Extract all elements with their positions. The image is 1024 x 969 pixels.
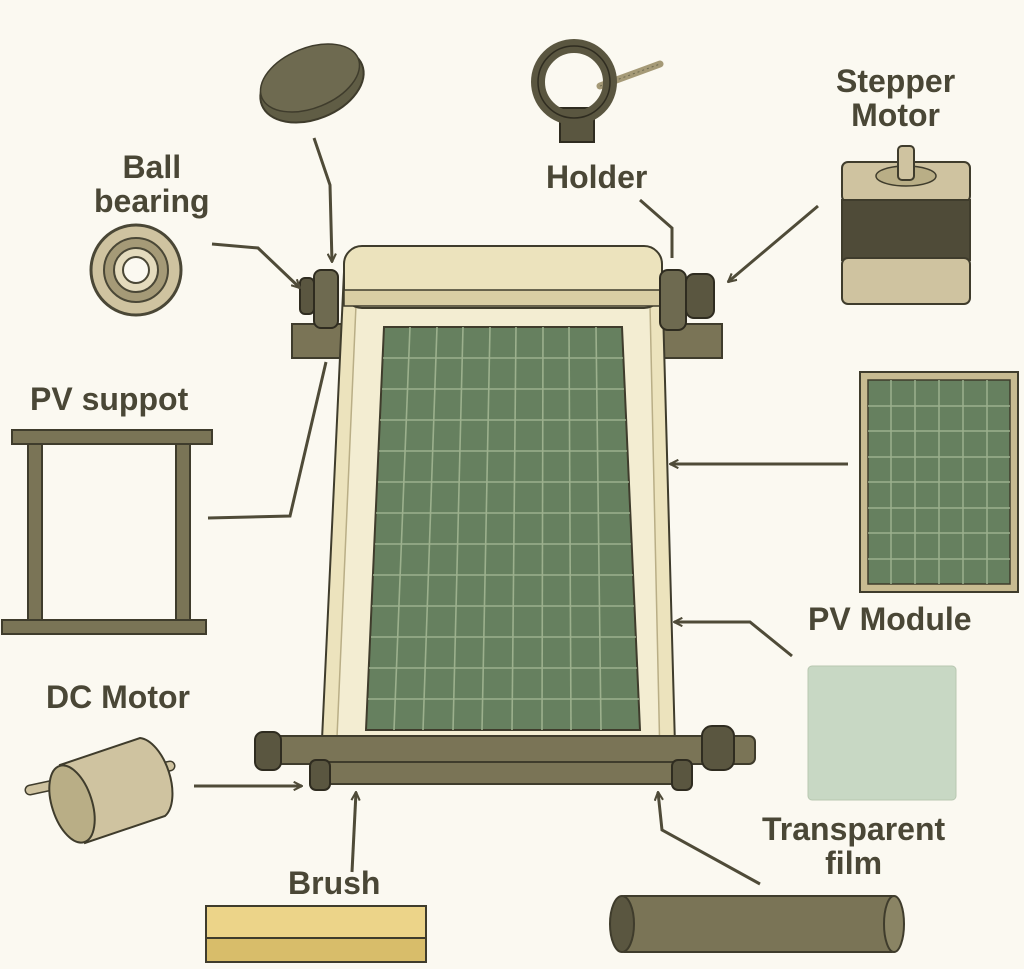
pv-support-frame-icon: [1, 429, 213, 635]
label-dc-motor: DC Motor: [46, 679, 190, 715]
film-roll-icon: [609, 895, 905, 953]
label-brush: Brush: [288, 865, 381, 901]
roller-icon: [659, 269, 687, 331]
ball-bearing-icon: [89, 223, 183, 317]
central-assembly: [254, 245, 756, 791]
label-stepper-motor: Stepper Motor: [836, 63, 956, 133]
label-transparent-film: Transparent film: [762, 811, 946, 881]
roller-icon: [299, 277, 315, 315]
brush-bar-icon: [205, 905, 427, 963]
pv-panel-grid: [368, 326, 639, 731]
leader-lines: [194, 137, 848, 886]
disk-icon: [259, 43, 365, 124]
roller-icon: [254, 731, 282, 771]
pv-module-icon: [859, 371, 1019, 593]
label-holder: Holder: [546, 159, 648, 195]
holder-ring-icon: [531, 39, 664, 143]
label-pv-support: PV suppot: [30, 381, 189, 417]
roller-icon: [701, 725, 735, 771]
dc-motor-icon: [24, 736, 176, 845]
label-pv-module: PV Module: [808, 601, 972, 637]
stepper-motor-icon: [841, 145, 971, 305]
label-ball-bearing: Ball bearing: [94, 149, 210, 219]
brush-roller: [321, 761, 679, 785]
transparent-film-icon: [807, 665, 957, 801]
